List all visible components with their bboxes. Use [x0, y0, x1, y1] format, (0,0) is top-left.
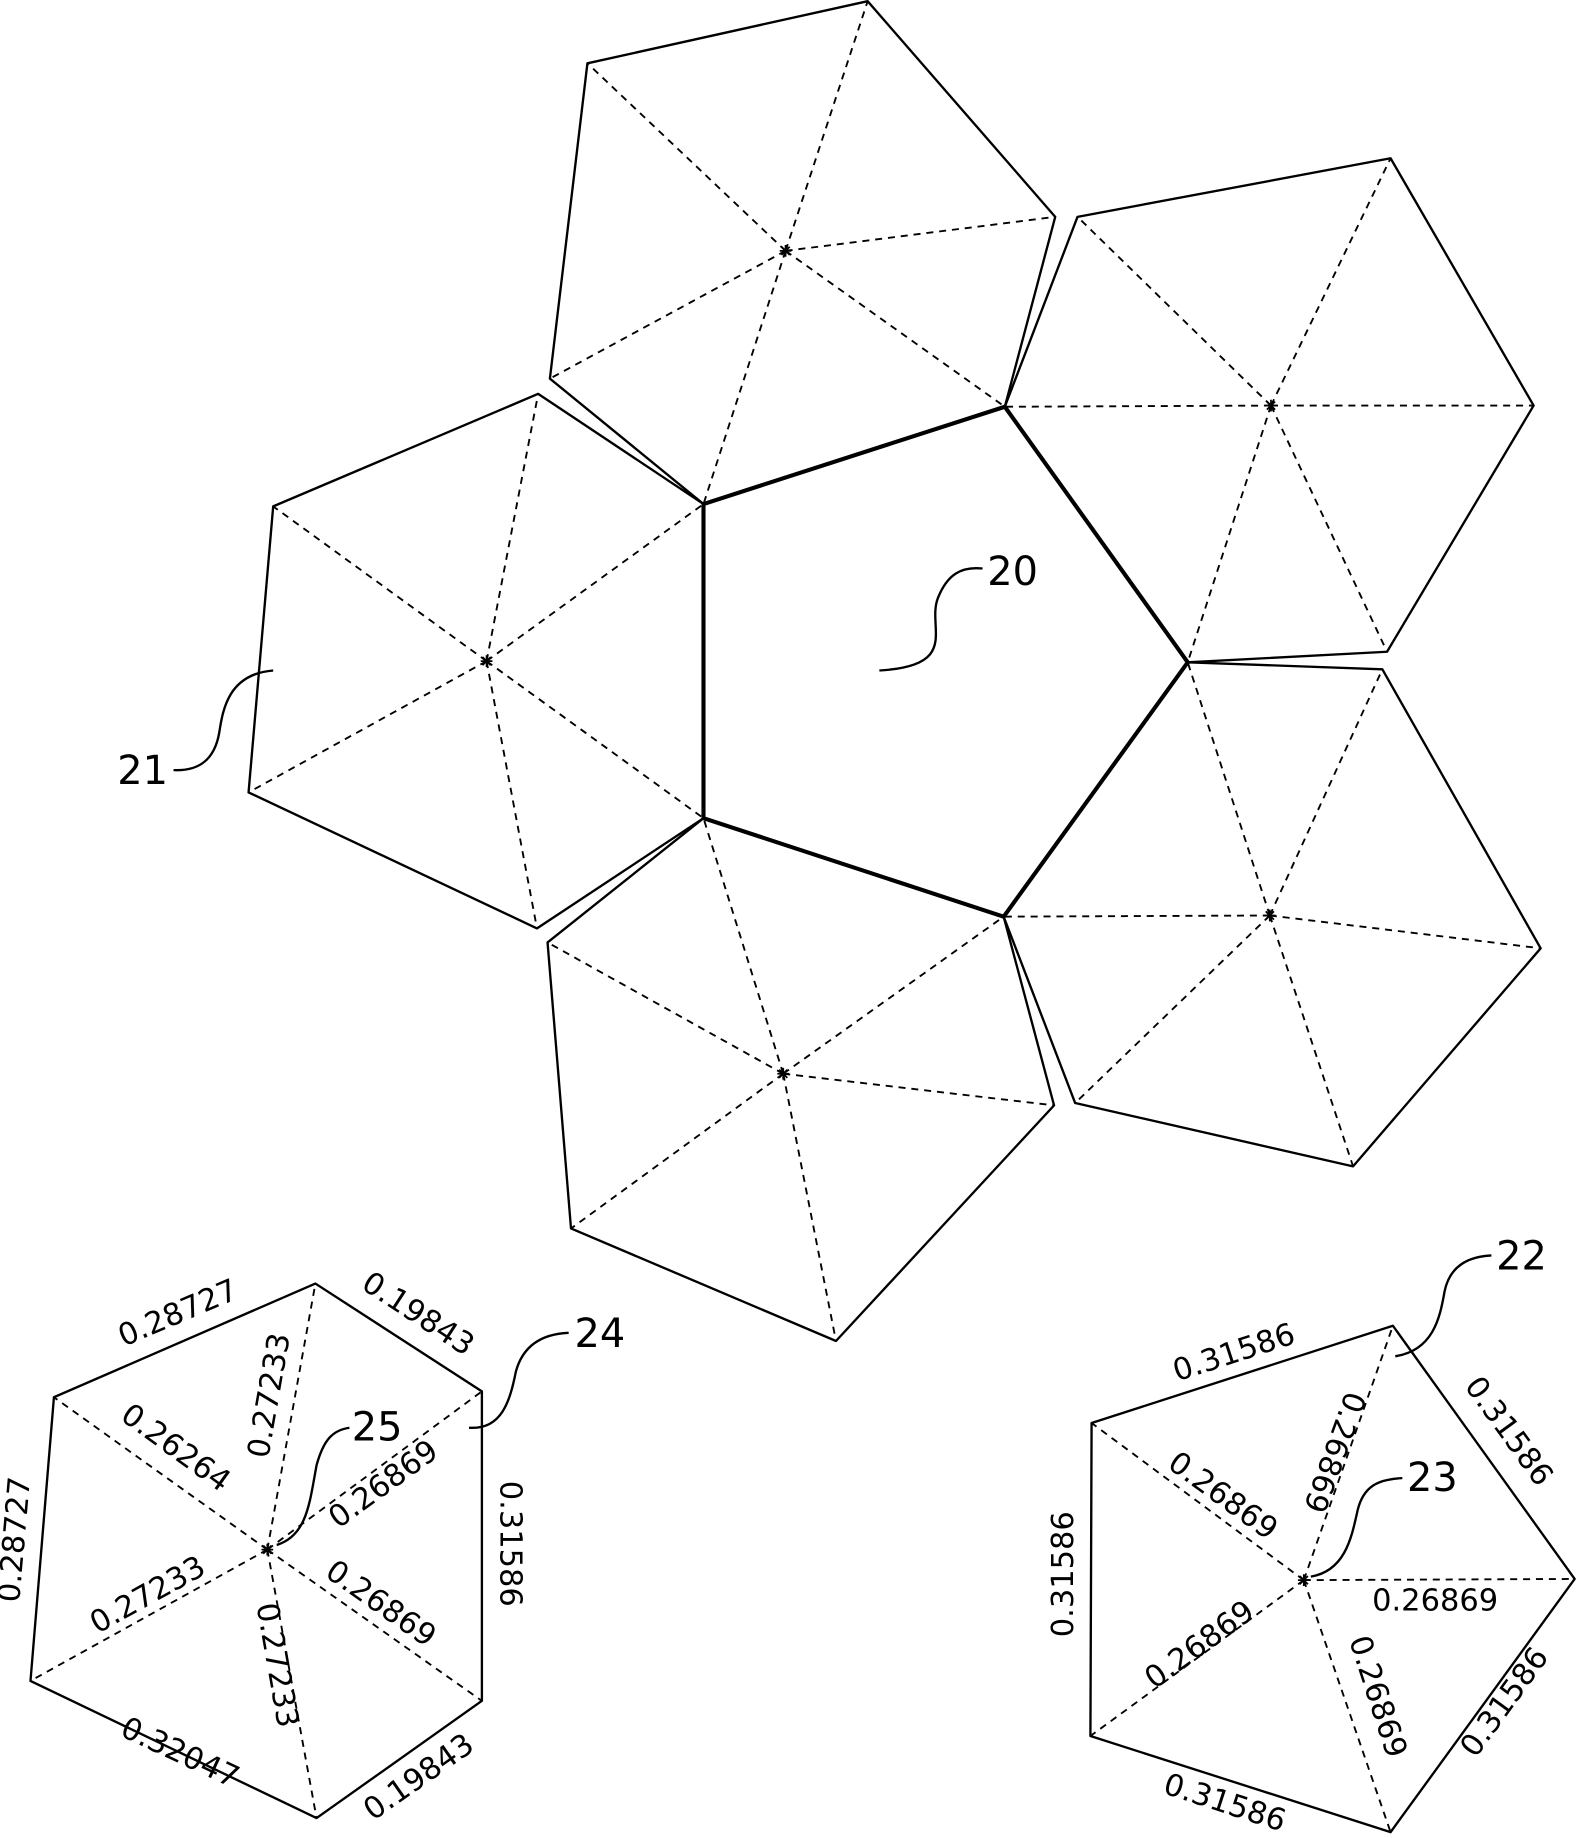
hexagon-detail — [30, 1284, 481, 1819]
pentagon-spoke-upper-left: 0.26869 — [1161, 1445, 1284, 1547]
bottom-hexagon — [548, 818, 1055, 1341]
ref-numeral-23: 23 — [1407, 1455, 1458, 1501]
hexagon-spoke-top: 0.27233 — [242, 1331, 298, 1461]
pentagon-spoke-lower-left: 0.26869 — [1138, 1594, 1261, 1696]
pentagon-edge-top-right: 0.31586 — [1457, 1370, 1559, 1492]
hexagon-spoke-upper-left: 0.26264 — [114, 1397, 237, 1499]
hexagon-spoke-lower-right: 0.26869 — [319, 1554, 442, 1655]
pentagon-spoke-top: 0.26869 — [1296, 1387, 1372, 1517]
pentagon-edge-bottom: 0.31586 — [1159, 1767, 1290, 1838]
pentagon-spoke-right: 0.26869 — [1372, 1584, 1498, 1619]
hexagon-spoke-bottom: 0.27233 — [249, 1600, 305, 1730]
leader-line-22 — [1395, 1255, 1491, 1356]
ref-numeral-22: 22 — [1496, 1233, 1547, 1279]
central-pentagon — [703, 407, 1187, 917]
pentagon-edge-bottom-right: 0.31586 — [1454, 1641, 1556, 1763]
pentagon-spoke-lower-right: 0.26869 — [1341, 1631, 1413, 1762]
leader-line-20 — [879, 568, 982, 670]
hexagon-edge-bottom-left: 0.32047 — [115, 1711, 244, 1796]
left-hexagon — [249, 394, 704, 929]
ref-numeral-20: 20 — [987, 549, 1038, 595]
ref-numeral-21: 21 — [117, 748, 168, 794]
ref-numeral-24: 24 — [575, 1311, 626, 1357]
ref-numeral-25: 25 — [352, 1405, 403, 1451]
hexagon-edge-left: 0.28727 — [0, 1475, 38, 1604]
hexagon-edge-top-left: 0.28727 — [113, 1273, 243, 1354]
hexagon-spoke-lower-left: 0.27233 — [84, 1549, 211, 1641]
pentagon-edge-top-left: 0.31586 — [1169, 1317, 1300, 1389]
pentagon-edge-left: 0.31586 — [1046, 1511, 1081, 1637]
leader-line-24 — [469, 1333, 569, 1428]
lower-right-hexagon — [1004, 662, 1541, 1166]
top-hexagon — [550, 1, 1055, 504]
hexagon-edge-right: 0.31586 — [493, 1481, 528, 1607]
upper-right-hexagon — [1005, 158, 1534, 662]
